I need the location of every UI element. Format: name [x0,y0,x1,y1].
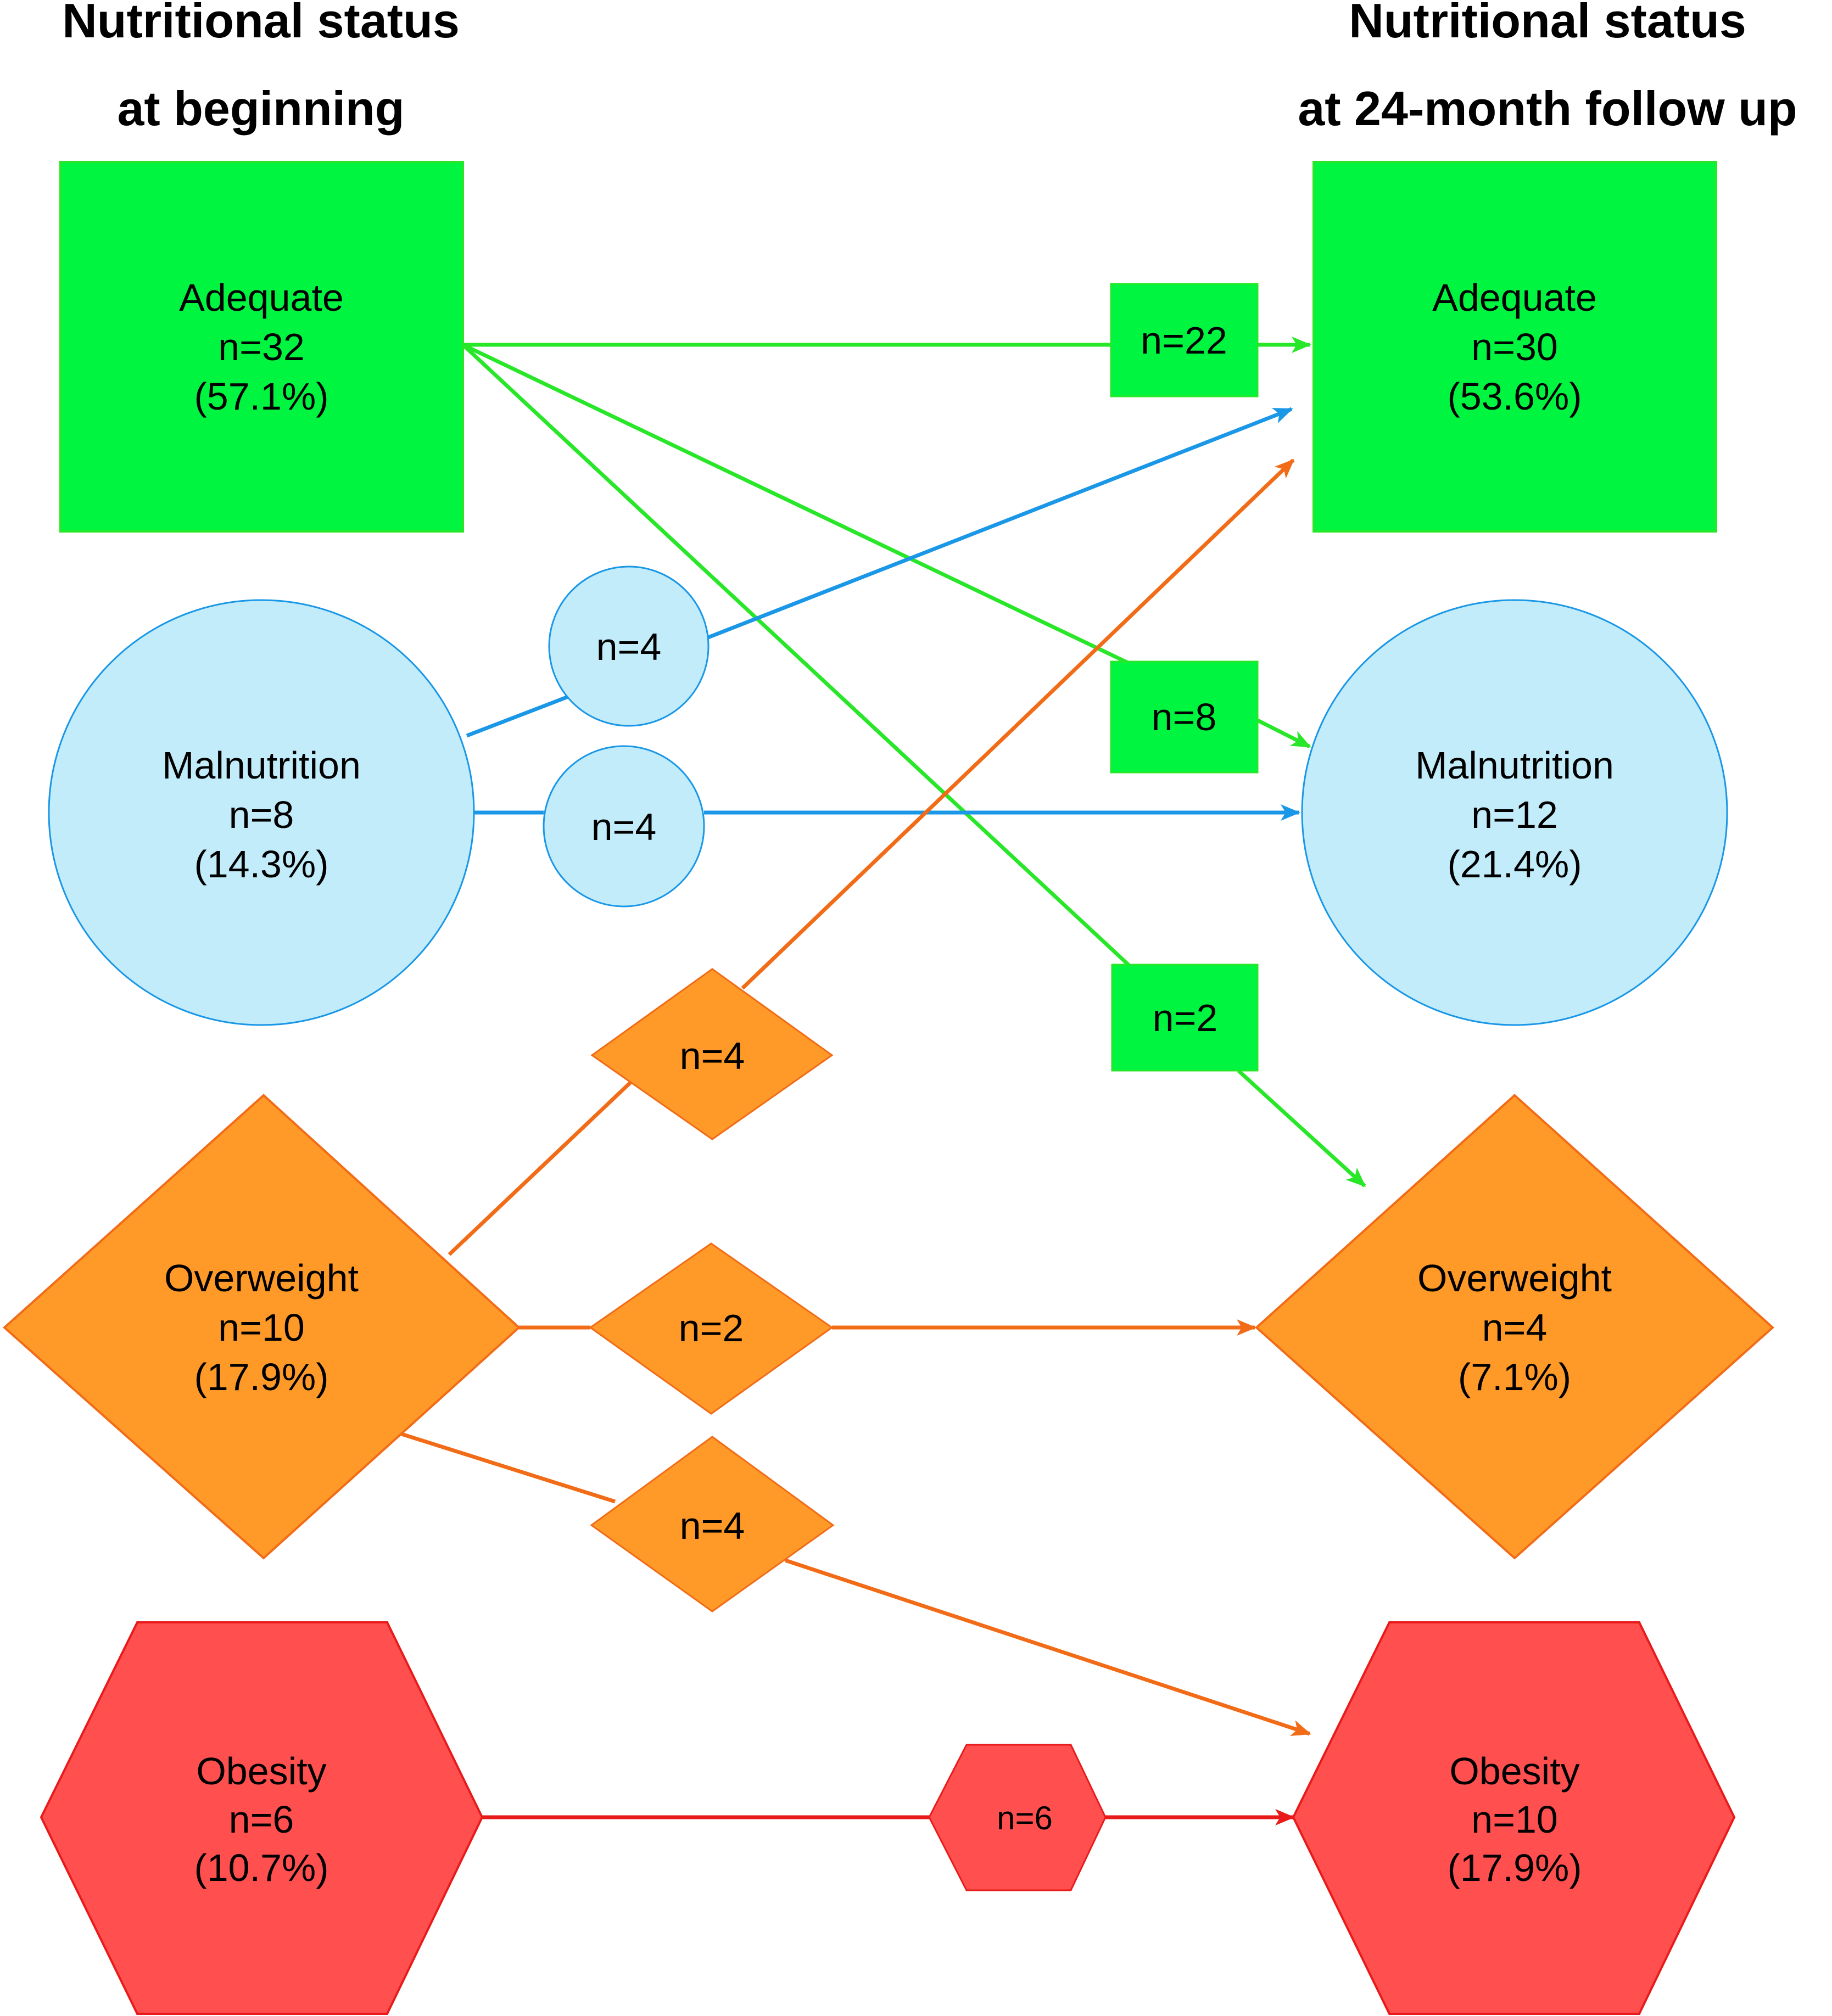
flow-marker-overweight-to-adequate-shape [590,968,834,1140]
end-node-adequate-name: Adequate [1432,276,1597,319]
start-header-line2: at beginning [117,81,404,136]
flow-count-overweight-to-adequate: n=4 [680,1034,745,1077]
flow-line-overweight-to-adequate-a [448,1079,634,1256]
start-node-malnutrition: Malnutrition n=8 (14.3%) [48,599,475,1026]
end-node-malnutrition-shape [1301,599,1728,1026]
start-node-overweight-name: Overweight [164,1257,359,1300]
flow-marker-obesity-to-obesity: n=6 [928,1744,1107,1891]
flow-count-malnutrition-to-malnutrition: n=4 [591,805,657,848]
end-node-obesity: Obesity n=10 (17.9%) [1292,1621,1736,2015]
flow-count-overweight-to-overweight: n=2 [679,1307,744,1349]
end-node-obesity-count: n=10 [1471,1798,1558,1841]
start-header-line1: Nutritional status [62,0,460,48]
flow-count-adequate-to-overweight: n=2 [1153,996,1218,1039]
flow-count-obesity-to-obesity: n=6 [997,1800,1053,1836]
end-node-overweight-name: Overweight [1417,1257,1612,1300]
start-node-adequate-name: Adequate [179,276,344,319]
flow-marker-malnutrition-to-adequate-shape [548,565,710,727]
flow-lines [397,337,1366,1825]
end-node-adequate: Adequate n=30 (53.6%) [1312,161,1717,533]
end-node-obesity-shape [1292,1621,1736,2015]
end-node-malnutrition: Malnutrition n=12 (21.4%) [1301,599,1728,1026]
flow-count-malnutrition-to-adequate: n=4 [596,625,662,668]
start-node-obesity: Obesity n=6 (10.7%) [40,1621,484,2015]
flow-count-overweight-to-obesity: n=4 [680,1504,745,1547]
flow-marker-overweight-to-overweight: n=2 [589,1242,834,1415]
flow-marker-adequate-to-malnutrition: n=8 [1110,660,1259,774]
flow-marker-overweight-to-adequate: n=4 [590,968,834,1140]
end-node-obesity-percent: (17.9%) [1447,1846,1582,1889]
start-node-malnutrition-shape [48,599,475,1026]
start-node-obesity-name: Obesity [196,1750,326,1793]
end-node-malnutrition-percent: (21.4%) [1447,843,1582,886]
end-node-malnutrition-name: Malnutrition [1415,744,1614,787]
start-node-adequate-count: n=32 [218,326,305,368]
flow-line-malnutrition-to-adequate-b [706,407,1293,640]
flow-arrow-adequate-to-overweight [1237,1069,1366,1188]
flow-marker-adequate-to-adequate-shape [1110,283,1259,397]
end-node-adequate-percent: (53.6%) [1447,375,1582,418]
end-node-adequate-count: n=30 [1471,326,1558,368]
start-node-adequate: Adequate n=32 (57.1%) [59,161,464,533]
start-node-adequate-shape [59,161,464,533]
start-node-overweight-percent: (17.9%) [194,1356,328,1398]
start-node-malnutrition-percent: (14.3%) [194,843,328,886]
flow-count-adequate-to-malnutrition: n=8 [1152,696,1217,738]
flow-marker-obesity-to-obesity-shape [928,1744,1107,1891]
flow-marker-adequate-to-malnutrition-shape [1110,660,1259,774]
end-node-overweight-percent: (7.1%) [1458,1356,1571,1398]
flow-marker-adequate-to-overweight-shape [1111,964,1259,1072]
end-header-line1: Nutritional status [1349,0,1746,48]
flow-marker-malnutrition-to-adequate: n=4 [548,565,710,727]
flow-marker-overweight-to-overweight-shape [589,1242,834,1415]
flow-marker-malnutrition-to-malnutrition-shape [543,745,705,908]
flow-marker-overweight-to-obesity: n=4 [590,1436,835,1612]
flow-line-malnutrition-to-adequate-a [466,694,571,738]
flow-line-overweight-to-obesity-a [397,1431,616,1504]
start-node-overweight-shape [2,1094,521,1560]
start-node-obesity-shape [40,1621,484,2015]
flow-line-overweight-to-obesity-b [784,1558,1311,1736]
start-node-obesity-count: n=6 [229,1798,294,1841]
start-node-malnutrition-name: Malnutrition [162,744,361,787]
flow-count-adequate-to-adequate: n=22 [1141,319,1227,362]
flow-line-adequate-to-overweight [461,343,1133,969]
end-node-overweight: Overweight n=4 (7.1%) [1255,1094,1774,1560]
flow-marker-adequate-to-adequate: n=22 [1110,283,1259,397]
end-node-malnutrition-count: n=12 [1471,793,1558,836]
end-header-line2: at 24-month follow up [1298,81,1797,136]
flow-line-overweight-to-adequate-b [741,458,1295,990]
end-node-overweight-shape [1255,1094,1774,1560]
flow-line-adequate-to-malnutrition [462,343,1132,667]
start-node-adequate-percent: (57.1%) [194,375,328,418]
end-node-obesity-name: Obesity [1449,1750,1579,1793]
start-node-malnutrition-count: n=8 [229,793,294,836]
end-node-adequate-shape [1312,161,1717,533]
start-node-obesity-percent: (10.7%) [194,1846,328,1889]
flow-marker-adequate-to-overweight: n=2 [1111,964,1259,1072]
flow-marker-overweight-to-obesity-shape [590,1436,835,1612]
flow-marker-malnutrition-to-malnutrition: n=4 [543,745,705,908]
end-node-overweight-count: n=4 [1482,1306,1548,1349]
start-node-overweight: Overweight n=10 (17.9%) [2,1094,521,1560]
start-node-overweight-count: n=10 [218,1306,305,1349]
flow-arrow-adequate-to-malnutrition [1256,718,1311,749]
